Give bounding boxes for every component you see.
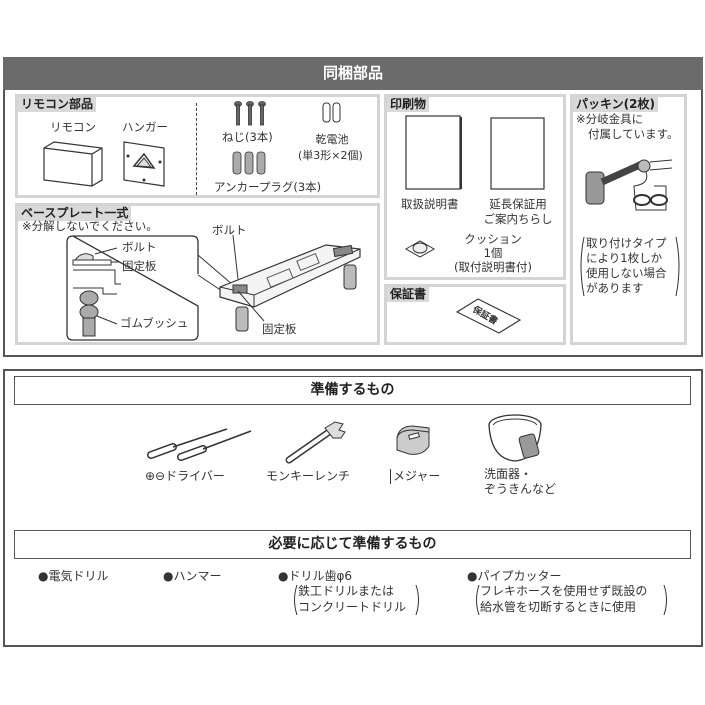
anchor-label: アンカープラグ(3本)	[214, 180, 322, 194]
remote-parts-title: リモコン部品	[18, 97, 97, 112]
screws-label: ねじ(3本)	[222, 130, 273, 144]
baseplate-icon	[197, 234, 361, 332]
branch-fitting-icon	[585, 159, 673, 211]
prepare-header: 準備するもの	[14, 376, 691, 405]
callout-bush-label: ゴムブッシュ	[120, 316, 189, 330]
optional-title: 必要に応じて準備するもの	[268, 536, 437, 552]
tape-measure-label: メジャー	[390, 469, 440, 484]
baseplate-note: ※分解しないでください。	[22, 219, 158, 233]
optional-header: 必要に応じて準備するもの	[14, 530, 691, 559]
drill-bit-note-brackets	[294, 584, 419, 616]
packing-paren-brackets	[580, 236, 680, 297]
packing-title: パッキン(2枚)	[573, 97, 658, 112]
plate-label: 固定板	[262, 322, 297, 336]
packing-panel: パッキン(2枚)	[570, 94, 687, 345]
tape-measure-icon	[396, 425, 430, 455]
baseplate-detail-callout	[66, 235, 199, 341]
basin-icon	[488, 414, 542, 462]
packing-paren-line2: により1枚しか	[586, 251, 663, 265]
screwdriver-icon	[147, 428, 252, 461]
wrench-label: モンキーレンチ	[266, 469, 351, 483]
optional-item-hammer: ●ハンマー	[163, 569, 222, 583]
pipe-cutter-note-line1: フレキホースを使用せず既設の	[480, 584, 648, 598]
screwdriver-label: ⊕⊖ドライバー	[145, 469, 225, 483]
basin-label-line2: ぞうきんなど	[484, 482, 557, 496]
warranty-card-icon	[455, 298, 522, 334]
manual-label: 取扱説明書	[401, 197, 459, 211]
hanger-icon	[123, 141, 165, 187]
packing-note-line1: ※分岐金具に	[576, 112, 644, 126]
packing-paren-line1: 取り付けタイプ	[586, 236, 667, 250]
cushion-line1: クッション	[464, 232, 522, 246]
drill-bit-note-line2: コンクリートドリル	[298, 600, 407, 614]
cushion-line3: (取付説明書付)	[454, 260, 532, 274]
cushion-line2: 1個	[483, 246, 503, 260]
drill-bit-note-line1: 鉄工ドリルまたは	[298, 584, 395, 598]
bolt-label: ボルト	[212, 223, 247, 237]
hanger-label: ハンガー	[122, 120, 168, 134]
wrench-icon	[285, 421, 346, 464]
screws-icon	[234, 101, 266, 126]
optional-item-drill: ●電気ドリル	[38, 569, 109, 583]
warranty-flyer-icon	[490, 117, 545, 190]
packing-paren-line4: があります	[586, 281, 644, 295]
included-parts-title: 同梱部品	[322, 64, 383, 82]
pipe-cutter-note-brackets	[476, 584, 667, 616]
warranty-panel: 保証書	[384, 284, 566, 345]
anchor-plugs-icon	[232, 151, 266, 175]
flyer-label-line2: ご案内ちらし	[483, 212, 553, 226]
basin-label-line1: 洗面器・	[484, 467, 533, 481]
prepare-section	[3, 369, 703, 647]
warranty-title: 保証書	[387, 287, 430, 302]
manual-icon	[405, 115, 462, 190]
remote-icon	[43, 141, 103, 187]
packing-paren-line3: 使用しない場合	[586, 266, 667, 280]
included-parts-banner: 同梱部品	[3, 57, 703, 90]
cushion-icon	[404, 240, 436, 258]
flyer-label-line1: 延長保証用	[489, 197, 547, 211]
callout-plate-label: 固定板	[122, 259, 157, 273]
prepare-title: 準備するもの	[310, 382, 395, 398]
packing-note-line2: 付属しています。	[588, 127, 679, 141]
remote-label: リモコン	[50, 120, 96, 134]
battery-label: 乾電池	[315, 133, 349, 146]
divider-dashed	[196, 103, 197, 195]
battery-icon	[322, 102, 341, 123]
pipe-cutter-note-line2: 給水管を切断するときに使用	[480, 600, 637, 614]
optional-item-pipe-cutter: ●パイプカッター	[467, 569, 562, 583]
optional-item-drill-bit: ●ドリル歯φ6	[278, 569, 353, 583]
callout-bolt-label: ボルト	[122, 240, 157, 254]
battery-note: (単3形×2個)	[298, 149, 363, 162]
baseplate-title: ベースプレート一式	[18, 206, 132, 221]
printed-title: 印刷物	[387, 97, 430, 112]
